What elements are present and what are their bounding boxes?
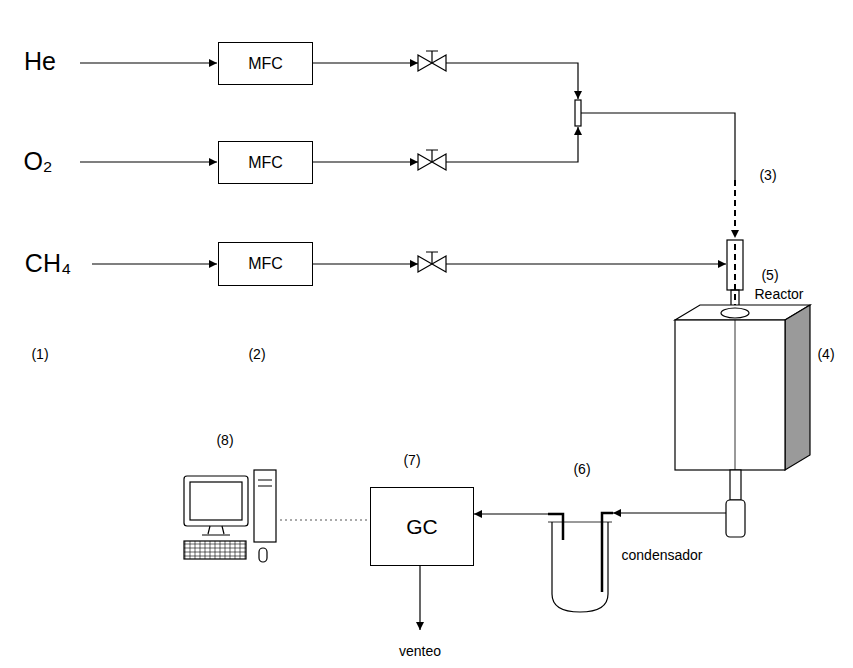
controller-box: MFC bbox=[218, 42, 313, 85]
furnace bbox=[675, 305, 810, 470]
controller-box: MFC bbox=[218, 242, 313, 286]
flow-line bbox=[446, 63, 578, 99]
box-text: MFC bbox=[248, 255, 283, 273]
thermocouple-line bbox=[734, 180, 736, 238]
feed-line bbox=[92, 263, 217, 264]
thermocouple-line bbox=[734, 244, 736, 312]
callout-number: (7) bbox=[403, 453, 420, 468]
part-name: Reactor bbox=[754, 287, 803, 302]
callout-number: (3) bbox=[759, 168, 776, 183]
controller-box: MFC bbox=[218, 141, 313, 184]
callout-number: (6) bbox=[573, 462, 590, 477]
feed-line bbox=[80, 161, 217, 162]
analyzer-box: GC bbox=[370, 487, 474, 566]
gas-name: He bbox=[24, 48, 56, 76]
flow-line bbox=[313, 161, 418, 162]
box-text: MFC bbox=[248, 55, 283, 73]
mixing-tee bbox=[575, 100, 581, 126]
callout-number: (8) bbox=[216, 433, 233, 448]
flow-line bbox=[446, 127, 578, 162]
flow-line bbox=[581, 113, 735, 180]
flow-line bbox=[613, 512, 726, 513]
box-text: GC bbox=[406, 515, 438, 539]
reactor-tube bbox=[730, 470, 741, 500]
reactor-outlet bbox=[726, 500, 745, 537]
flow-line bbox=[474, 513, 548, 514]
part-name: venteo bbox=[399, 644, 441, 659]
part-name: condensador bbox=[622, 548, 703, 563]
computer-icon bbox=[184, 470, 276, 562]
callout-number: (4) bbox=[817, 347, 834, 362]
valve-symbol bbox=[418, 150, 446, 170]
flow-line bbox=[313, 263, 418, 264]
callout-number: (2) bbox=[248, 347, 265, 362]
flow-line bbox=[313, 62, 418, 63]
valve-symbol bbox=[418, 51, 446, 71]
valve-symbol bbox=[418, 252, 446, 272]
callout-number: (5) bbox=[761, 268, 778, 283]
callout-number: (1) bbox=[31, 347, 48, 362]
flow-line bbox=[446, 263, 726, 264]
condenser bbox=[548, 513, 613, 612]
box-text: MFC bbox=[248, 154, 283, 172]
vent-line bbox=[419, 566, 420, 630]
gas-name: CH₄ bbox=[25, 250, 71, 278]
feed-line bbox=[80, 62, 217, 63]
gas-name: O₂ bbox=[23, 148, 52, 176]
data-link bbox=[280, 519, 369, 520]
